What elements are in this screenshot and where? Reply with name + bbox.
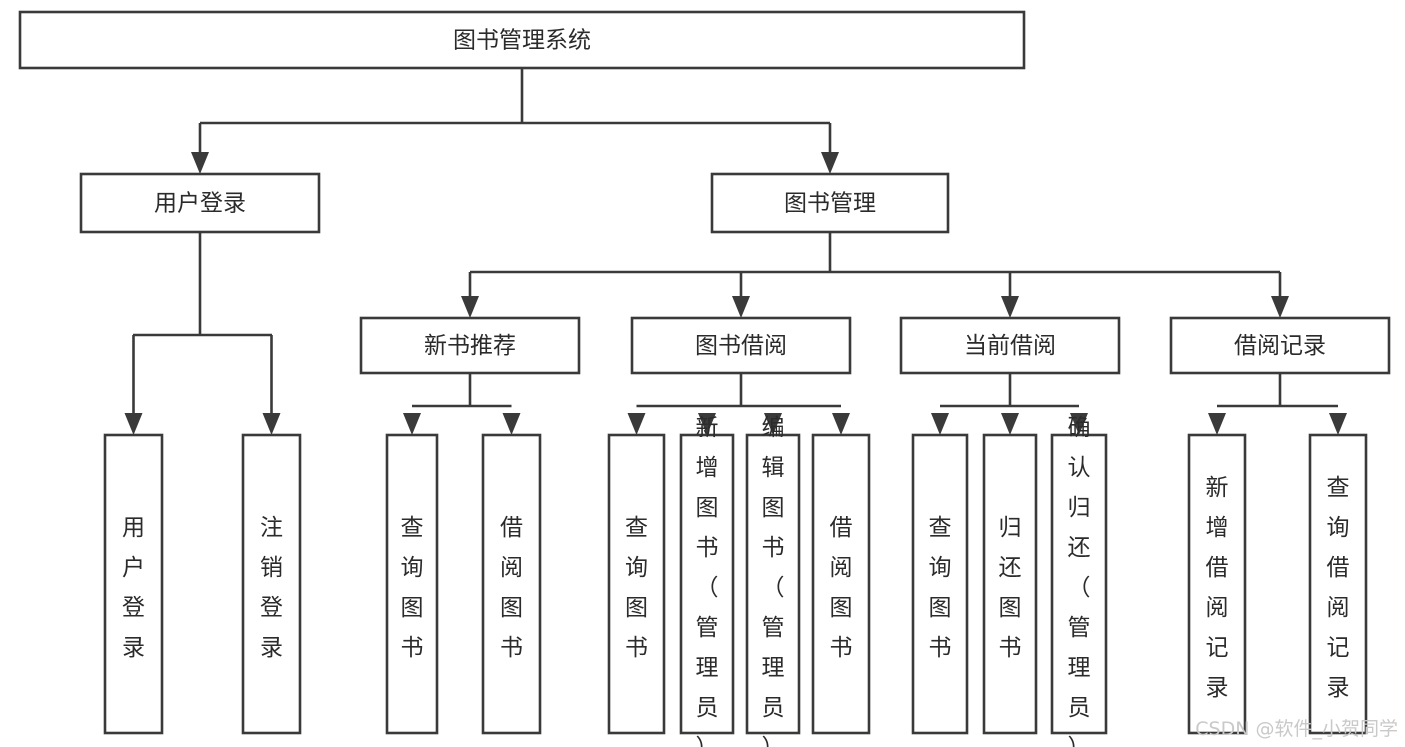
node-box-l-add-book[interactable] <box>679 433 735 735</box>
arrow-head-icon-current-borrow <box>1001 296 1019 318</box>
node-box-l-return-book[interactable] <box>982 433 1038 735</box>
arrow-head-icon-l-return-book <box>1001 413 1019 435</box>
node-leaf-user-login[interactable]: 用户登录 <box>103 433 164 735</box>
node-label-l-add-record: 新增借阅记录 <box>1206 475 1229 701</box>
node-l-query-book-2[interactable]: 查询图书 <box>607 433 666 735</box>
node-label-l-confirm-return: 确认归还（管理员） <box>1068 415 1091 747</box>
arrow-head-icon-l-edit-book <box>764 413 782 435</box>
node-box-l-query-record[interactable] <box>1308 433 1368 735</box>
node-l-add-book[interactable]: 新增图书（管理员） <box>679 415 735 747</box>
node-box-book-borrow[interactable] <box>630 316 852 375</box>
connector-lines-group <box>124 68 1347 435</box>
node-user-login[interactable]: 用户登录 <box>79 172 321 234</box>
node-book-manage[interactable]: 图书管理 <box>710 172 950 234</box>
node-box-l-confirm-return[interactable] <box>1050 433 1108 735</box>
arrow-head-icon-borrow-record <box>1271 296 1289 318</box>
node-box-new-book-rec[interactable] <box>359 316 581 375</box>
node-borrow-record[interactable]: 借阅记录 <box>1169 316 1391 375</box>
node-label-leaf-user-login: 用户登录 <box>122 515 145 661</box>
arrow-head-icon-leaf-user-login <box>124 413 143 435</box>
node-label-l-return-book: 归还图书 <box>999 515 1022 661</box>
node-label-l-borrow-book-2: 借阅图书 <box>830 515 853 661</box>
node-label-l-borrow-book-1: 借阅图书 <box>500 515 523 661</box>
node-label-l-query-book-1: 查询图书 <box>401 515 424 661</box>
node-box-leaf-user-logout[interactable] <box>241 433 302 735</box>
node-l-return-book[interactable]: 归还图书 <box>982 433 1038 735</box>
node-box-borrow-record[interactable] <box>1169 316 1391 375</box>
node-l-query-record[interactable]: 查询借阅记录 <box>1308 433 1368 735</box>
arrow-head-icon-leaf-user-logout <box>262 413 281 435</box>
node-box-l-edit-book[interactable] <box>745 433 801 735</box>
node-root[interactable]: 图书管理系统 <box>18 10 1026 70</box>
node-label-borrow-record: 借阅记录 <box>1234 333 1326 359</box>
node-label-l-query-record: 查询借阅记录 <box>1327 475 1350 701</box>
arrow-head-icon-l-add-book <box>698 413 716 435</box>
arrow-head-icon-l-query-book-3 <box>931 413 949 435</box>
node-box-l-query-book-3[interactable] <box>911 433 969 735</box>
node-leaf-user-logout[interactable]: 注销登录 <box>241 433 302 735</box>
node-label-book-borrow: 图书借阅 <box>695 333 787 359</box>
node-label-new-book-rec: 新书推荐 <box>424 333 516 359</box>
node-l-edit-book[interactable]: 编辑图书（管理员） <box>745 415 801 747</box>
node-box-current-borrow[interactable] <box>899 316 1121 375</box>
arrow-head-icon-book-borrow <box>732 296 750 318</box>
node-label-book-manage: 图书管理 <box>784 191 876 217</box>
node-label-user-login: 用户登录 <box>154 191 246 217</box>
node-l-add-record[interactable]: 新增借阅记录 <box>1187 433 1247 735</box>
node-box-user-login[interactable] <box>79 172 321 234</box>
node-new-book-rec[interactable]: 新书推荐 <box>359 316 581 375</box>
arrow-head-icon-book-manage <box>821 152 839 174</box>
arrow-head-icon-l-borrow-book-2 <box>832 413 850 435</box>
arrow-head-icon-l-borrow-book-1 <box>502 413 521 435</box>
node-label-leaf-user-logout: 注销登录 <box>260 515 283 661</box>
arrow-head-icon-user-login <box>191 152 209 174</box>
node-box-l-query-book-1[interactable] <box>385 433 439 735</box>
arrow-head-icon-l-confirm-return <box>1070 413 1088 435</box>
arrow-head-icon-l-query-book-1 <box>403 413 421 435</box>
csdn-watermark: CSDN @软件_小贺同学 <box>1195 718 1398 740</box>
node-boxes-group: 图书管理系统用户登录图书管理新书推荐图书借阅当前借阅借阅记录用户登录注销登录查询… <box>18 10 1391 747</box>
node-label-l-add-book: 新增图书（管理员） <box>696 415 719 747</box>
node-current-borrow[interactable]: 当前借阅 <box>899 316 1121 375</box>
node-l-query-book-3[interactable]: 查询图书 <box>911 433 969 735</box>
node-box-l-add-record[interactable] <box>1187 433 1247 735</box>
node-l-borrow-book-2[interactable]: 借阅图书 <box>811 433 871 735</box>
node-box-root[interactable] <box>18 10 1026 70</box>
arrow-head-icon-l-query-record <box>1329 413 1347 435</box>
node-l-query-book-1[interactable]: 查询图书 <box>385 433 439 735</box>
node-label-l-query-book-3: 查询图书 <box>929 515 952 661</box>
node-l-borrow-book-1[interactable]: 借阅图书 <box>481 433 542 735</box>
node-label-root: 图书管理系统 <box>453 28 591 54</box>
arrow-head-icon-l-query-book-2 <box>627 413 646 435</box>
node-label-current-borrow: 当前借阅 <box>964 333 1056 359</box>
node-box-l-borrow-book-1[interactable] <box>481 433 542 735</box>
node-box-book-manage[interactable] <box>710 172 950 234</box>
node-l-confirm-return[interactable]: 确认归还（管理员） <box>1050 415 1108 747</box>
node-label-l-query-book-2: 查询图书 <box>625 515 648 661</box>
node-box-leaf-user-login[interactable] <box>103 433 164 735</box>
node-box-l-query-book-2[interactable] <box>607 433 666 735</box>
arrow-head-icon-l-add-record <box>1208 413 1226 435</box>
arrow-head-icon-new-book-rec <box>461 296 479 318</box>
node-book-borrow[interactable]: 图书借阅 <box>630 316 852 375</box>
node-label-l-edit-book: 编辑图书（管理员） <box>762 415 785 747</box>
node-box-l-borrow-book-2[interactable] <box>811 433 871 735</box>
